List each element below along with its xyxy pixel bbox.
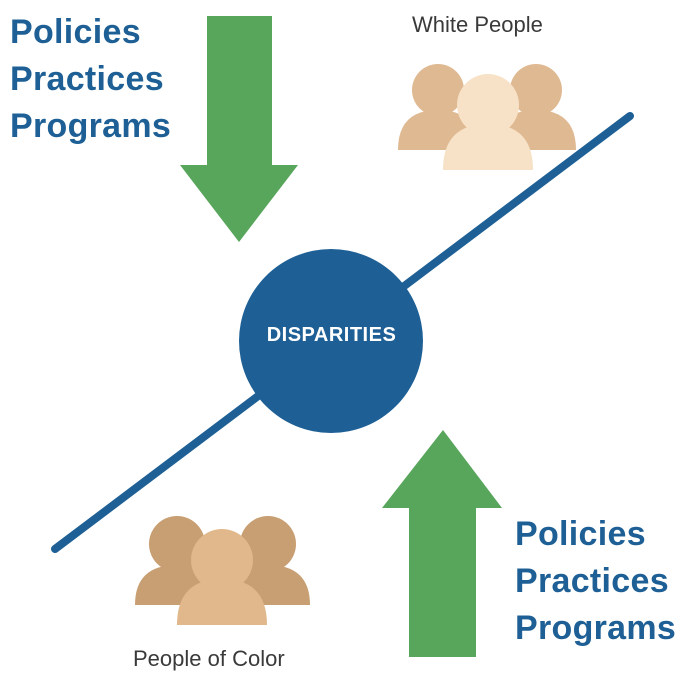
disparities-label: DISPARITIES <box>266 324 397 346</box>
top-practices-line: Practices <box>10 60 164 98</box>
bottom-programs-line: Programs <box>515 609 677 647</box>
bottom-policies-line: Policies <box>515 515 646 553</box>
bottom-practices-line: Practices <box>515 562 669 600</box>
people-of-color-label: People of Color <box>133 646 285 671</box>
down-arrow-icon <box>180 16 298 242</box>
top-policies-text: Policies Practices Programs <box>10 9 171 150</box>
top-programs-line: Programs <box>10 107 172 145</box>
white-people-label: White People <box>412 12 543 37</box>
up-arrow-icon <box>382 430 502 657</box>
bottom-policies-text: Policies Practices Programs <box>515 511 676 652</box>
white-people-group-icon <box>398 64 576 170</box>
top-policies-line: Policies <box>10 13 141 51</box>
disparities-circle <box>239 249 423 433</box>
people-of-color-group-icon <box>135 516 310 625</box>
